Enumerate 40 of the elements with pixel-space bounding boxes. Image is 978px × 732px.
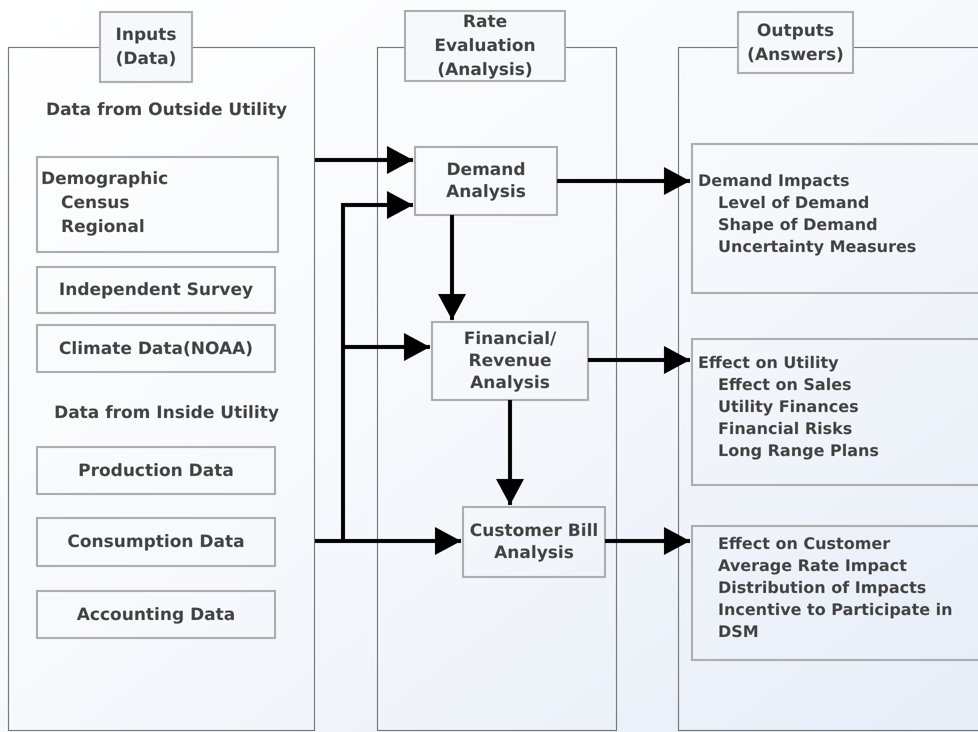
list-item: Census xyxy=(60,192,130,214)
arrow xyxy=(557,167,690,195)
list-item: Financial Risks xyxy=(717,418,854,440)
column-header: Inputs (Data) xyxy=(99,11,193,83)
arrow xyxy=(315,146,413,174)
list-item: Long Range Plans xyxy=(717,440,880,462)
arrow xyxy=(315,191,413,543)
process-box: Production Data xyxy=(36,446,276,495)
list-item: Regional xyxy=(60,216,146,238)
list-item: Effect on Customer xyxy=(717,533,892,555)
list-item: Level of Demand xyxy=(717,192,870,214)
process-box: Demand Analysis xyxy=(414,146,558,216)
column-header: Outputs (Answers) xyxy=(737,11,854,74)
list-item: Incentive to Participate in DSM xyxy=(717,599,954,643)
section-heading: Data from Inside Utility xyxy=(53,402,280,425)
list-item: Distribution of Impacts xyxy=(717,577,928,599)
list-box xyxy=(691,143,978,294)
arrow xyxy=(496,400,524,505)
list-item: Uncertainty Measures xyxy=(717,236,918,258)
list-heading: Effect on Utility xyxy=(698,352,840,374)
process-box: Customer Bill Analysis xyxy=(462,506,606,578)
list-heading: Demand Impacts xyxy=(698,170,851,192)
arrow xyxy=(605,527,690,555)
process-box: Consumption Data xyxy=(36,517,276,567)
list-box xyxy=(691,338,978,486)
process-box: Accounting Data xyxy=(36,590,276,639)
list-item: Average Rate Impact xyxy=(717,555,908,577)
column-header: Rate Evaluation (Analysis) xyxy=(404,10,566,82)
process-box: Independent Survey xyxy=(36,266,276,314)
process-box: Financial/ Revenue Analysis xyxy=(431,321,589,401)
section-heading: Data from Outside Utility xyxy=(44,99,288,122)
arrow xyxy=(438,215,466,320)
list-item: Utility Finances xyxy=(717,396,860,418)
list-item: Effect on Sales xyxy=(717,374,853,396)
list-item: Shape of Demand xyxy=(717,214,879,236)
list-box xyxy=(691,525,978,661)
process-box: Climate Data(NOAA) xyxy=(36,324,276,373)
arrow xyxy=(588,346,690,374)
list-heading: Demographic xyxy=(41,168,170,190)
list-box xyxy=(36,156,279,253)
